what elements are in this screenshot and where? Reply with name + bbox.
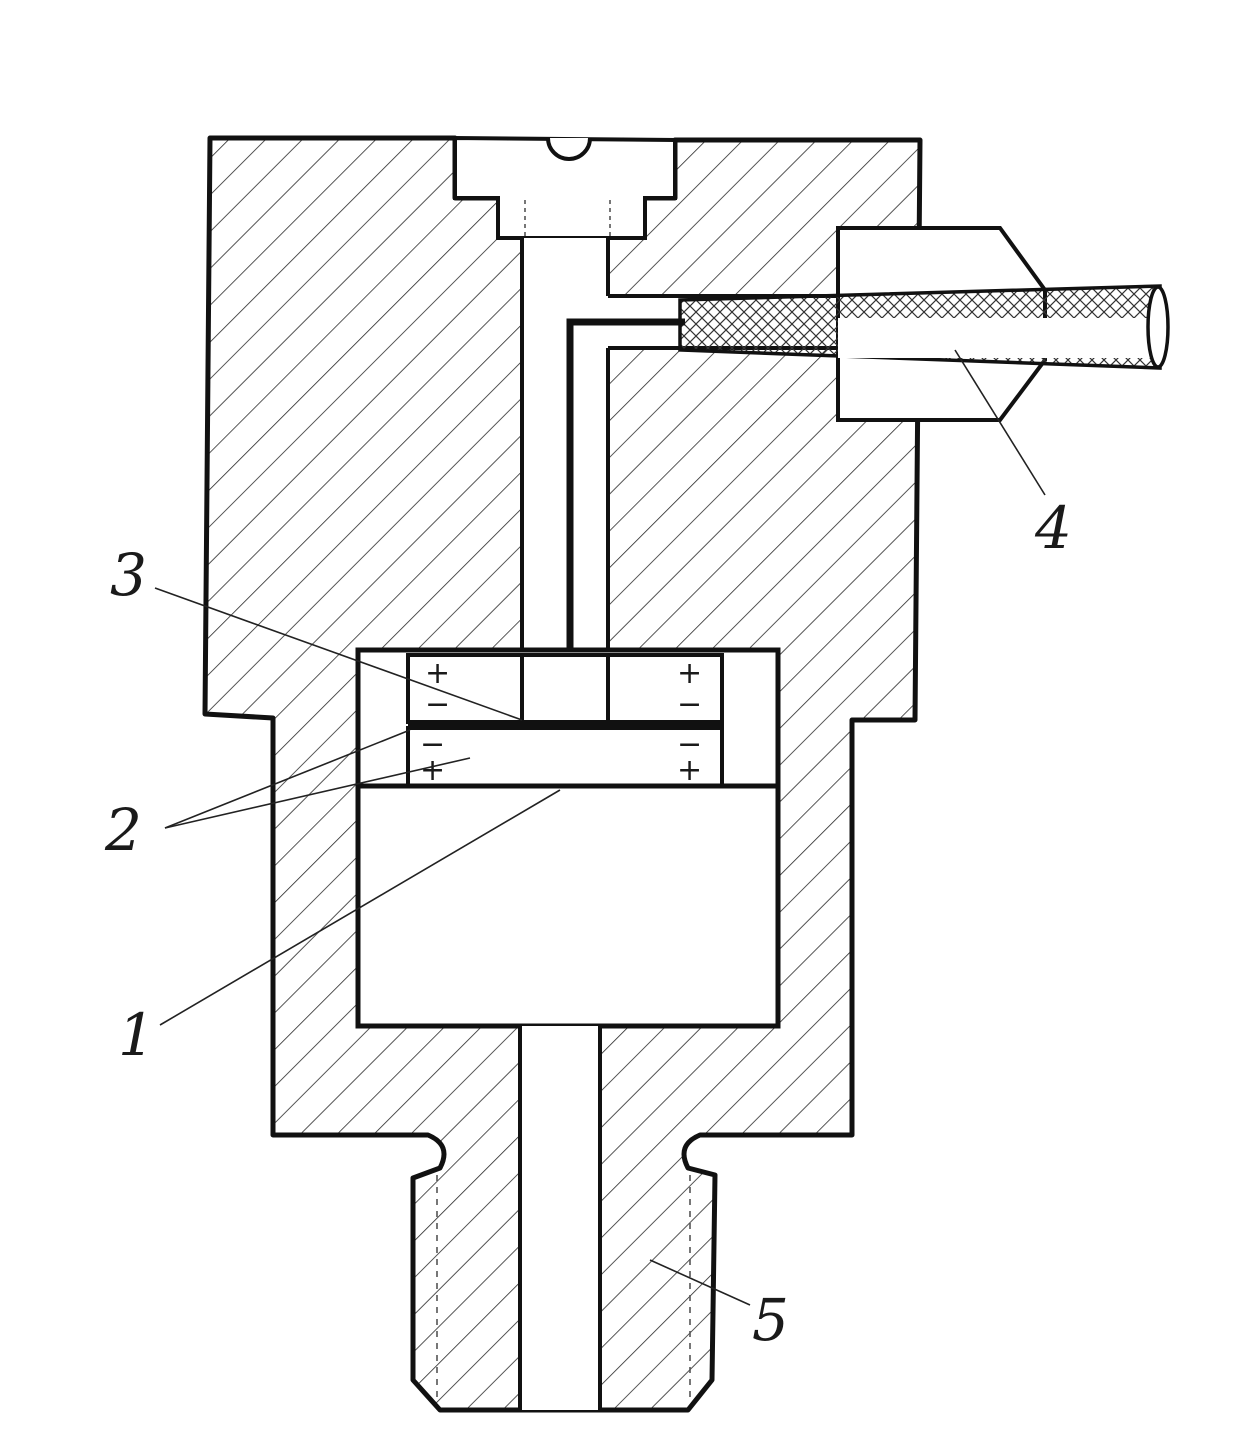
polarity-lower-right-top: − — [677, 727, 702, 762]
screw-slot — [546, 137, 592, 161]
label-part-4: 4 — [1034, 494, 1072, 562]
polarity-lower-left-top: − — [420, 727, 445, 762]
top-screw-recess — [453, 135, 677, 240]
polarity-upper-left-top: + — [425, 656, 450, 691]
lower-crystal-ring — [406, 726, 724, 788]
seismic-mass — [355, 783, 781, 1029]
center-bore — [522, 238, 608, 658]
pressure-port-bore — [520, 1026, 600, 1410]
leader-3 — [154, 587, 523, 721]
polarity-lower-right-bottom: + — [677, 753, 702, 788]
polarity-upper-right-top: + — [677, 656, 702, 691]
label-part-3: 3 — [110, 541, 147, 609]
polarity-lower-left-bottom: + — [420, 753, 445, 788]
signal-lead-wire — [566, 318, 685, 728]
leader-4 — [954, 349, 1046, 496]
polarity-upper-right-bottom: − — [677, 687, 702, 722]
label-part-5: 5 — [752, 1286, 789, 1354]
leader-2a — [164, 729, 411, 829]
leader-1 — [159, 789, 561, 1026]
leader-5 — [649, 1259, 751, 1306]
electrode-plate — [408, 720, 722, 728]
label-part-1: 1 — [118, 1001, 155, 1069]
upper-crystal-ring — [406, 653, 724, 724]
label-part-2: 2 — [104, 796, 142, 864]
leader-2b — [164, 757, 471, 829]
cable-end — [1146, 285, 1170, 369]
